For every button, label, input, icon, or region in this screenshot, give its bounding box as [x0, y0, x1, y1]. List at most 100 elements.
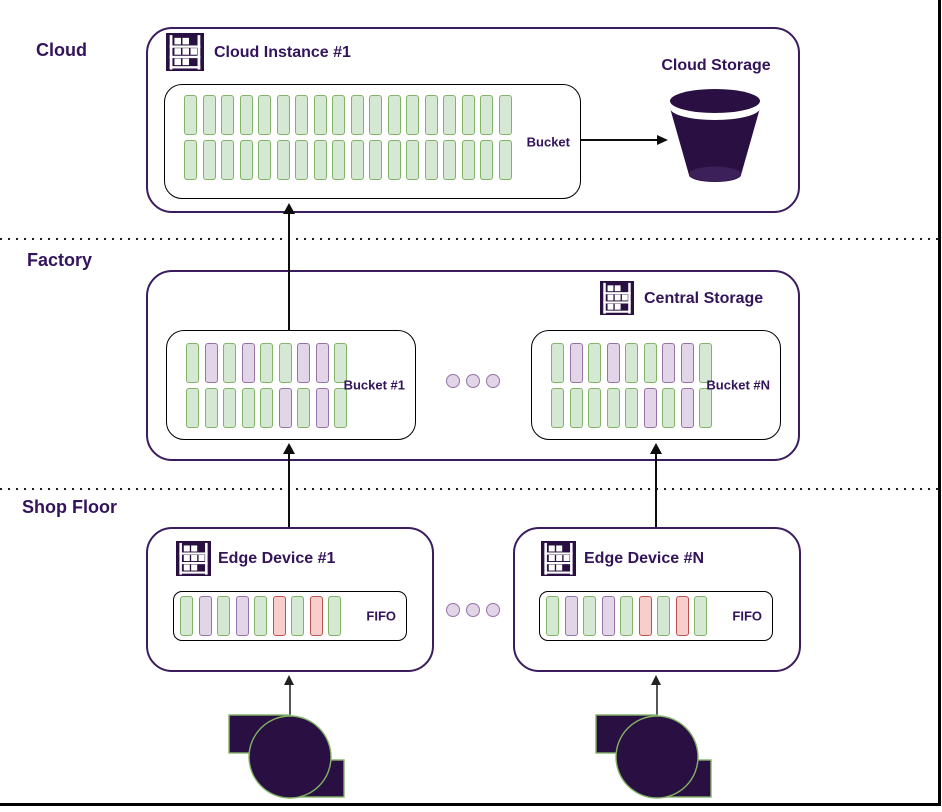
buffer-slot-green	[620, 596, 633, 636]
buffer-slot-green	[260, 388, 273, 428]
buffer-slot-green	[387, 140, 401, 180]
buffer-slot-green	[406, 95, 419, 135]
bucket-n-slots	[551, 343, 712, 428]
separator-factory-shopfloor	[0, 488, 942, 490]
arrow-bucket-to-cloudstorage-head	[657, 134, 668, 145]
buffer-slot-green	[480, 95, 493, 135]
zone-label-shop-floor: Shop Floor	[22, 497, 117, 517]
cloud-storage-title: Cloud Storage	[661, 57, 771, 74]
buffer-slot-green	[369, 95, 382, 135]
buffer-slot-green	[443, 95, 456, 135]
buffer-slot-green	[350, 140, 364, 180]
buffer-slot-green	[258, 95, 271, 135]
buffer-slot-green	[699, 343, 712, 383]
bucket-n-box: Bucket #N	[531, 330, 781, 440]
buffer-slot-green	[258, 140, 271, 180]
bucket-1-slots	[186, 343, 347, 428]
buffer-slot-purple	[315, 343, 329, 383]
buffer-slot-purple	[643, 388, 657, 428]
buffer-slot-green	[546, 596, 559, 636]
bucket-icon	[670, 89, 760, 182]
buffer-slot-green	[276, 140, 290, 180]
buffer-slot-green	[217, 596, 230, 636]
buffer-slot-green	[276, 95, 290, 135]
edge-device-n-title: Edge Device #N	[584, 550, 705, 567]
buffer-slot-green	[588, 388, 601, 428]
buffer-slot-green	[297, 388, 310, 428]
buffer-slot-green	[241, 388, 255, 428]
buffer-slot-green	[350, 95, 364, 135]
cloud-bucket-label: Bucket	[526, 134, 570, 149]
storage-rack-icon	[166, 33, 204, 71]
buffer-slot-purple	[204, 343, 218, 383]
zone-label-factory: Factory	[27, 250, 93, 270]
buffer-slot-green	[387, 95, 401, 135]
buffer-slot-purple	[564, 596, 578, 636]
buffer-slot-green	[334, 388, 347, 428]
arrow-bucket-to-cloudstorage-line	[581, 139, 659, 141]
buffer-slot-green	[291, 596, 304, 636]
separator-cloud-factory	[0, 238, 942, 240]
ellipsis-dot	[486, 603, 500, 617]
page-border-bottom	[0, 803, 941, 806]
ellipsis-dot	[446, 374, 460, 388]
buffer-slot-green	[223, 343, 236, 383]
storage-rack-icon	[541, 541, 576, 576]
arrow-machinen-to-edgen-line	[655, 684, 658, 717]
buffer-slot-green	[551, 343, 564, 383]
buffer-slot-purple	[680, 343, 694, 383]
buffer-slot-green	[625, 388, 638, 428]
buffer-slot-green	[461, 95, 475, 135]
buffer-slot-green	[583, 596, 596, 636]
buffer-slot-green	[313, 140, 327, 180]
buffer-slot-red	[638, 596, 652, 636]
arrow-machine1-to-edge1-line	[288, 684, 291, 717]
bucket-1-box: Bucket #1	[166, 330, 416, 440]
zone-label-cloud: Cloud	[36, 40, 87, 60]
buffer-slot-green	[606, 388, 620, 428]
buffer-slot-purple	[297, 343, 310, 383]
buffer-slot-purple	[569, 343, 583, 383]
edge-device-1-title: Edge Device #1	[218, 550, 336, 567]
fifo-1-label: FIFO	[366, 608, 396, 624]
buffer-slot-green	[332, 140, 345, 180]
arrow-bucket1-to-cloud-line	[288, 212, 290, 330]
buffer-slot-green	[239, 95, 253, 135]
arrow-bucket1-to-cloud-head	[283, 203, 295, 214]
buffer-slot-red	[272, 596, 286, 636]
buffer-slot-green	[186, 343, 199, 383]
cloud-buffer-slots	[184, 95, 512, 180]
buffer-slot-green	[254, 596, 267, 636]
buffer-slot-green	[223, 388, 236, 428]
buffer-slot-green	[295, 140, 308, 180]
cloud-bucket-box: Bucket	[164, 84, 581, 199]
central-storage-title: Central Storage	[644, 290, 764, 307]
buffer-slot-green	[406, 140, 419, 180]
fifo-1-box: FIFO	[173, 591, 407, 641]
arrow-machine1-to-edge1-head	[284, 675, 294, 685]
buffer-slot-green	[424, 140, 438, 180]
ellipsis-dot	[466, 374, 480, 388]
buffer-slot-green	[699, 388, 712, 428]
storage-rack-icon	[176, 541, 211, 576]
buffer-slot-green	[313, 95, 327, 135]
ellipsis-dot	[466, 603, 480, 617]
buffer-slot-green	[443, 140, 456, 180]
arrow-edgen-to-bucketn-line	[655, 452, 657, 527]
fifo-1-slots	[180, 596, 341, 636]
buffer-slot-red	[675, 596, 689, 636]
arrow-machinen-to-edgen-head	[651, 675, 661, 685]
buffer-slot-green	[480, 140, 493, 180]
fifo-n-slots	[546, 596, 707, 636]
buffer-slot-green	[295, 95, 308, 135]
buffer-slot-purple	[198, 596, 212, 636]
buffer-slot-green	[662, 388, 675, 428]
buffer-slot-green	[332, 95, 345, 135]
buffer-slot-green	[498, 95, 512, 135]
buffer-slot-green	[278, 343, 292, 383]
bucket-1-label: Bucket #1	[343, 377, 405, 393]
storage-rack-icon	[600, 281, 634, 315]
buffer-slot-green	[551, 388, 564, 428]
buffer-slot-green	[625, 343, 638, 383]
buffer-slot-purple	[241, 343, 255, 383]
